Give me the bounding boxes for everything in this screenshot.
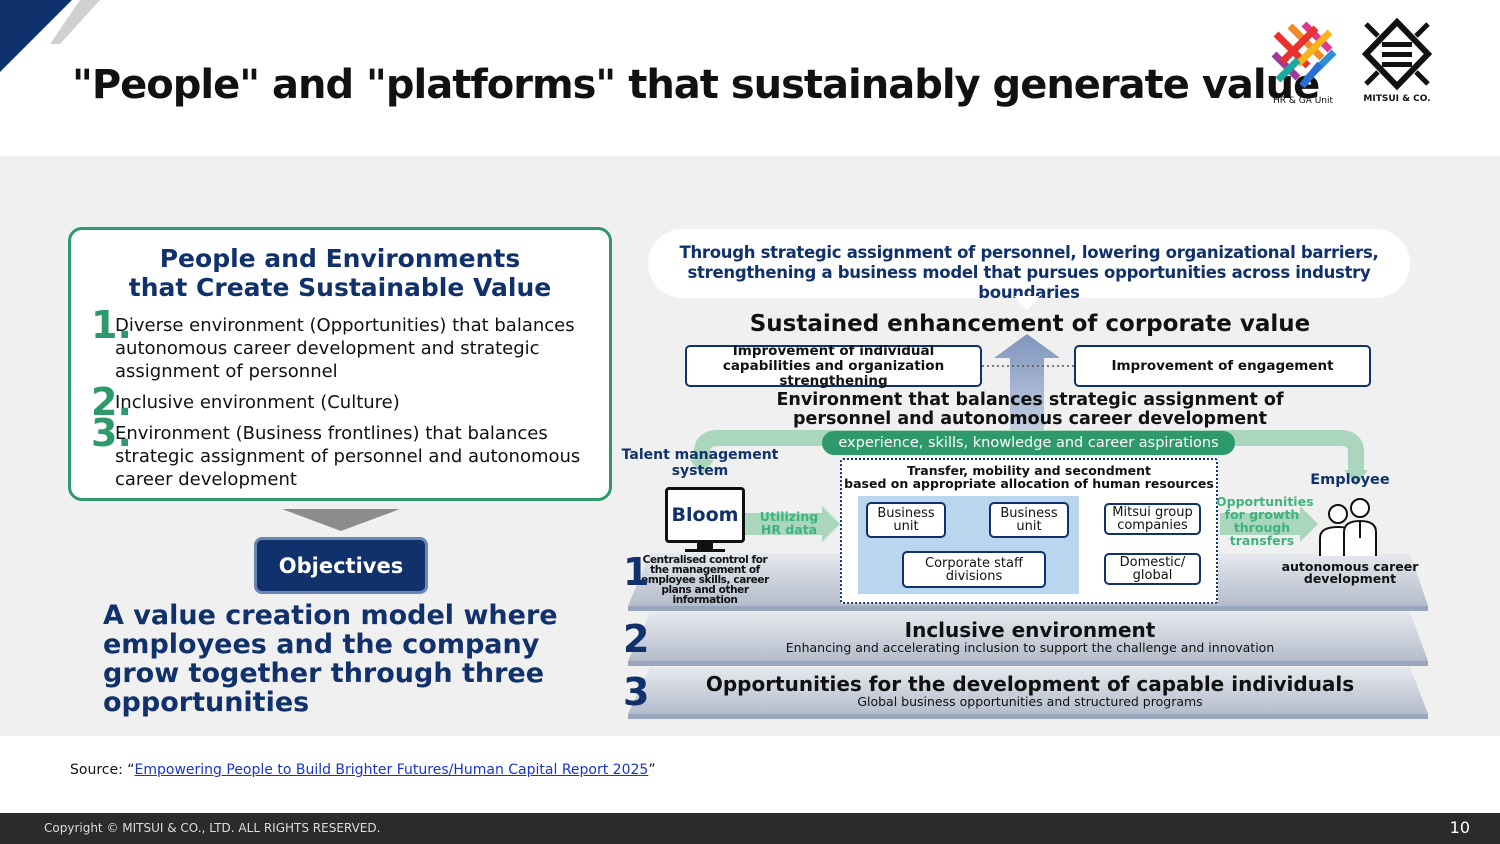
business-unit-box: Business unit — [866, 502, 946, 538]
footer-bar — [0, 813, 1500, 844]
opportunities-growth-label: Opportunities for growth through transfe… — [1216, 494, 1314, 548]
mitsui-logo: MITSUI & CO. — [1360, 17, 1434, 108]
list-item: 2.Inclusive environment (Culture) — [91, 380, 400, 424]
autonomous-career-label: autonomous career development — [1281, 559, 1419, 586]
value-creation-statement: A value creation model where employees a… — [103, 600, 558, 718]
list-item: 1.Diverse environment (Opportunities) th… — [91, 303, 575, 382]
employee-icon — [1319, 498, 1377, 556]
people-environments-heading: People and Environments that Create Sust… — [128, 244, 552, 302]
list-item: 3.Environment (Business frontlines) that… — [91, 411, 581, 490]
utilizing-hr-data-label: Utilizing HR data — [759, 509, 819, 537]
sustained-enhancement-title: Sustained enhancement of corporate value — [749, 311, 1311, 337]
page-number: 10 — [1449, 818, 1470, 837]
copyright-text: Copyright © MITSUI & CO., LTD. ALL RIGHT… — [44, 821, 381, 835]
monitor-stand — [697, 543, 713, 550]
mitsui-group-box: Mitsui group companies — [1104, 503, 1201, 535]
talent-management-label: Talent management system — [621, 447, 779, 479]
centralised-control-text: Centralised control for the management o… — [641, 554, 769, 606]
source-link[interactable]: Empowering People to Build Brighter Futu… — [134, 762, 649, 778]
page-title: "People" and "platforms" that sustainabl… — [72, 62, 1320, 108]
objectives-badge: Objectives — [254, 537, 428, 594]
bloom-monitor-icon: Bloom — [665, 487, 745, 543]
environment-list: 1.Diverse environment (Opportunities) th… — [91, 303, 606, 499]
employee-label: Employee — [1310, 472, 1390, 488]
hr-ga-logo-caption: HR & GA Unit — [1272, 96, 1334, 106]
mitsui-logo-caption: MITSUI & CO. — [1363, 94, 1431, 104]
hr-ga-logo: HR & GA Unit — [1268, 20, 1338, 110]
layer-subtitle: Global business opportunities and struct… — [857, 694, 1203, 709]
layer-subtitle: Enhancing and accelerating inclusion to … — [785, 640, 1275, 655]
transfer-heading: Transfer, mobility and secondment based … — [844, 463, 1214, 491]
domestic-global-box: Domestic/ global — [1104, 553, 1201, 585]
bubble-tail — [1014, 296, 1040, 310]
capabilities-box: Improvement of individual capabilities a… — [685, 343, 982, 388]
layer-number: 1 — [623, 550, 650, 594]
experience-pill: experience, skills, knowledge and career… — [822, 431, 1235, 455]
layer-number: 2 — [623, 617, 650, 661]
down-arrow-icon — [282, 509, 400, 531]
layer-inclusive: Inclusive environment Enhancing and acce… — [700, 619, 1360, 655]
layer-title: Inclusive environment — [904, 618, 1156, 642]
strategy-bubble: Through strategic assignment of personne… — [648, 229, 1410, 302]
layer-title: Opportunities for the development of cap… — [705, 672, 1355, 696]
engagement-box: Improvement of engagement — [1074, 345, 1371, 387]
source-citation: Source: “Empowering People to Build Brig… — [70, 762, 656, 778]
corporate-staff-box: Corporate staff divisions — [902, 551, 1046, 588]
layer-development: Opportunities for the development of cap… — [700, 673, 1360, 709]
corner-decoration — [0, 0, 100, 80]
layer-number: 3 — [623, 670, 650, 714]
monitor-base — [685, 549, 725, 552]
people-environments-box: People and Environments that Create Sust… — [68, 227, 612, 501]
business-unit-box: Business unit — [989, 502, 1069, 538]
environment-balance-title: Environment that balances strategic assi… — [776, 390, 1284, 429]
